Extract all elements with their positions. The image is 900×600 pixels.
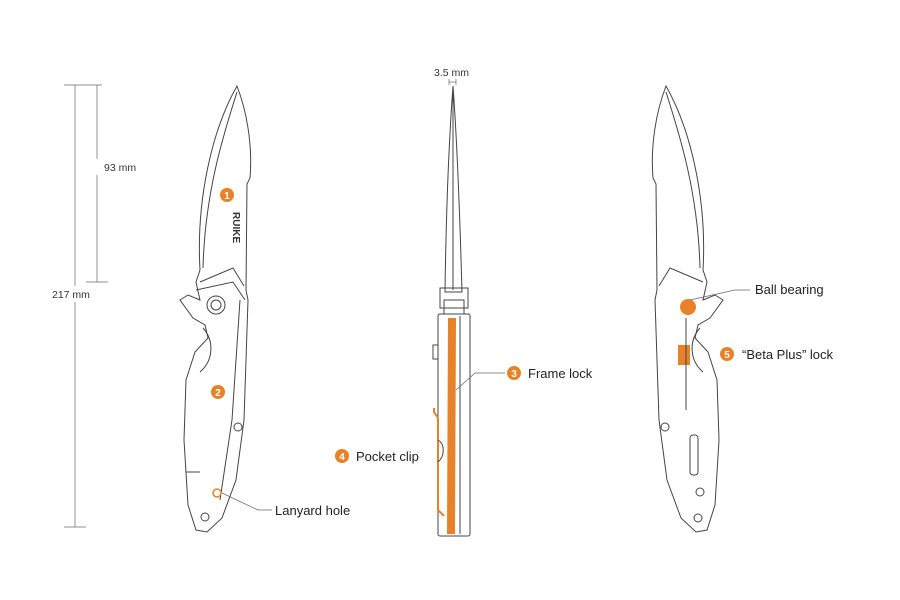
ball-bearing-highlight — [680, 299, 696, 315]
callout-1: 1 — [220, 188, 234, 202]
svg-text:1: 1 — [224, 191, 230, 202]
brand-logo: RUIKE — [230, 212, 241, 243]
pocket-clip-label: Pocket clip — [356, 449, 419, 464]
svg-text:3: 3 — [511, 369, 517, 380]
dimension-blade-length: 93 mm — [86, 85, 136, 283]
frame-lock-highlight — [447, 318, 456, 534]
frame-lock-label: Frame lock — [528, 366, 593, 381]
beta-plus-lock-highlight — [678, 345, 690, 365]
callout-4-pocket-clip: 4 Pocket clip — [335, 449, 419, 464]
lanyard-hole-label: Lanyard hole — [275, 503, 350, 518]
callout-5-beta-plus-lock: 5 “Beta Plus” lock — [720, 347, 834, 362]
dimension-blade-thickness: 3.5 mm — [434, 67, 469, 85]
ball-bearing-label: Ball bearing — [755, 282, 824, 297]
blade-thickness-label: 3.5 mm — [434, 67, 469, 79]
dimension-total-length: 217 mm — [48, 84, 102, 528]
blade-length-label: 93 mm — [104, 162, 136, 174]
svg-text:5: 5 — [724, 350, 730, 361]
total-length-label: 217 mm — [52, 289, 90, 301]
knife-back-view — [651, 84, 724, 533]
callout-3-frame-lock: 3 Frame lock — [507, 366, 593, 381]
svg-text:2: 2 — [215, 388, 221, 399]
pocket-clip-highlight — [433, 408, 445, 517]
svg-text:4: 4 — [339, 452, 345, 463]
beta-plus-lock-label: “Beta Plus” lock — [742, 347, 834, 362]
knife-front-view: RUIKE — [179, 84, 252, 533]
callout-2: 2 — [211, 385, 225, 399]
knife-spine-view — [432, 85, 471, 537]
lanyard-hole-marker — [212, 488, 222, 498]
